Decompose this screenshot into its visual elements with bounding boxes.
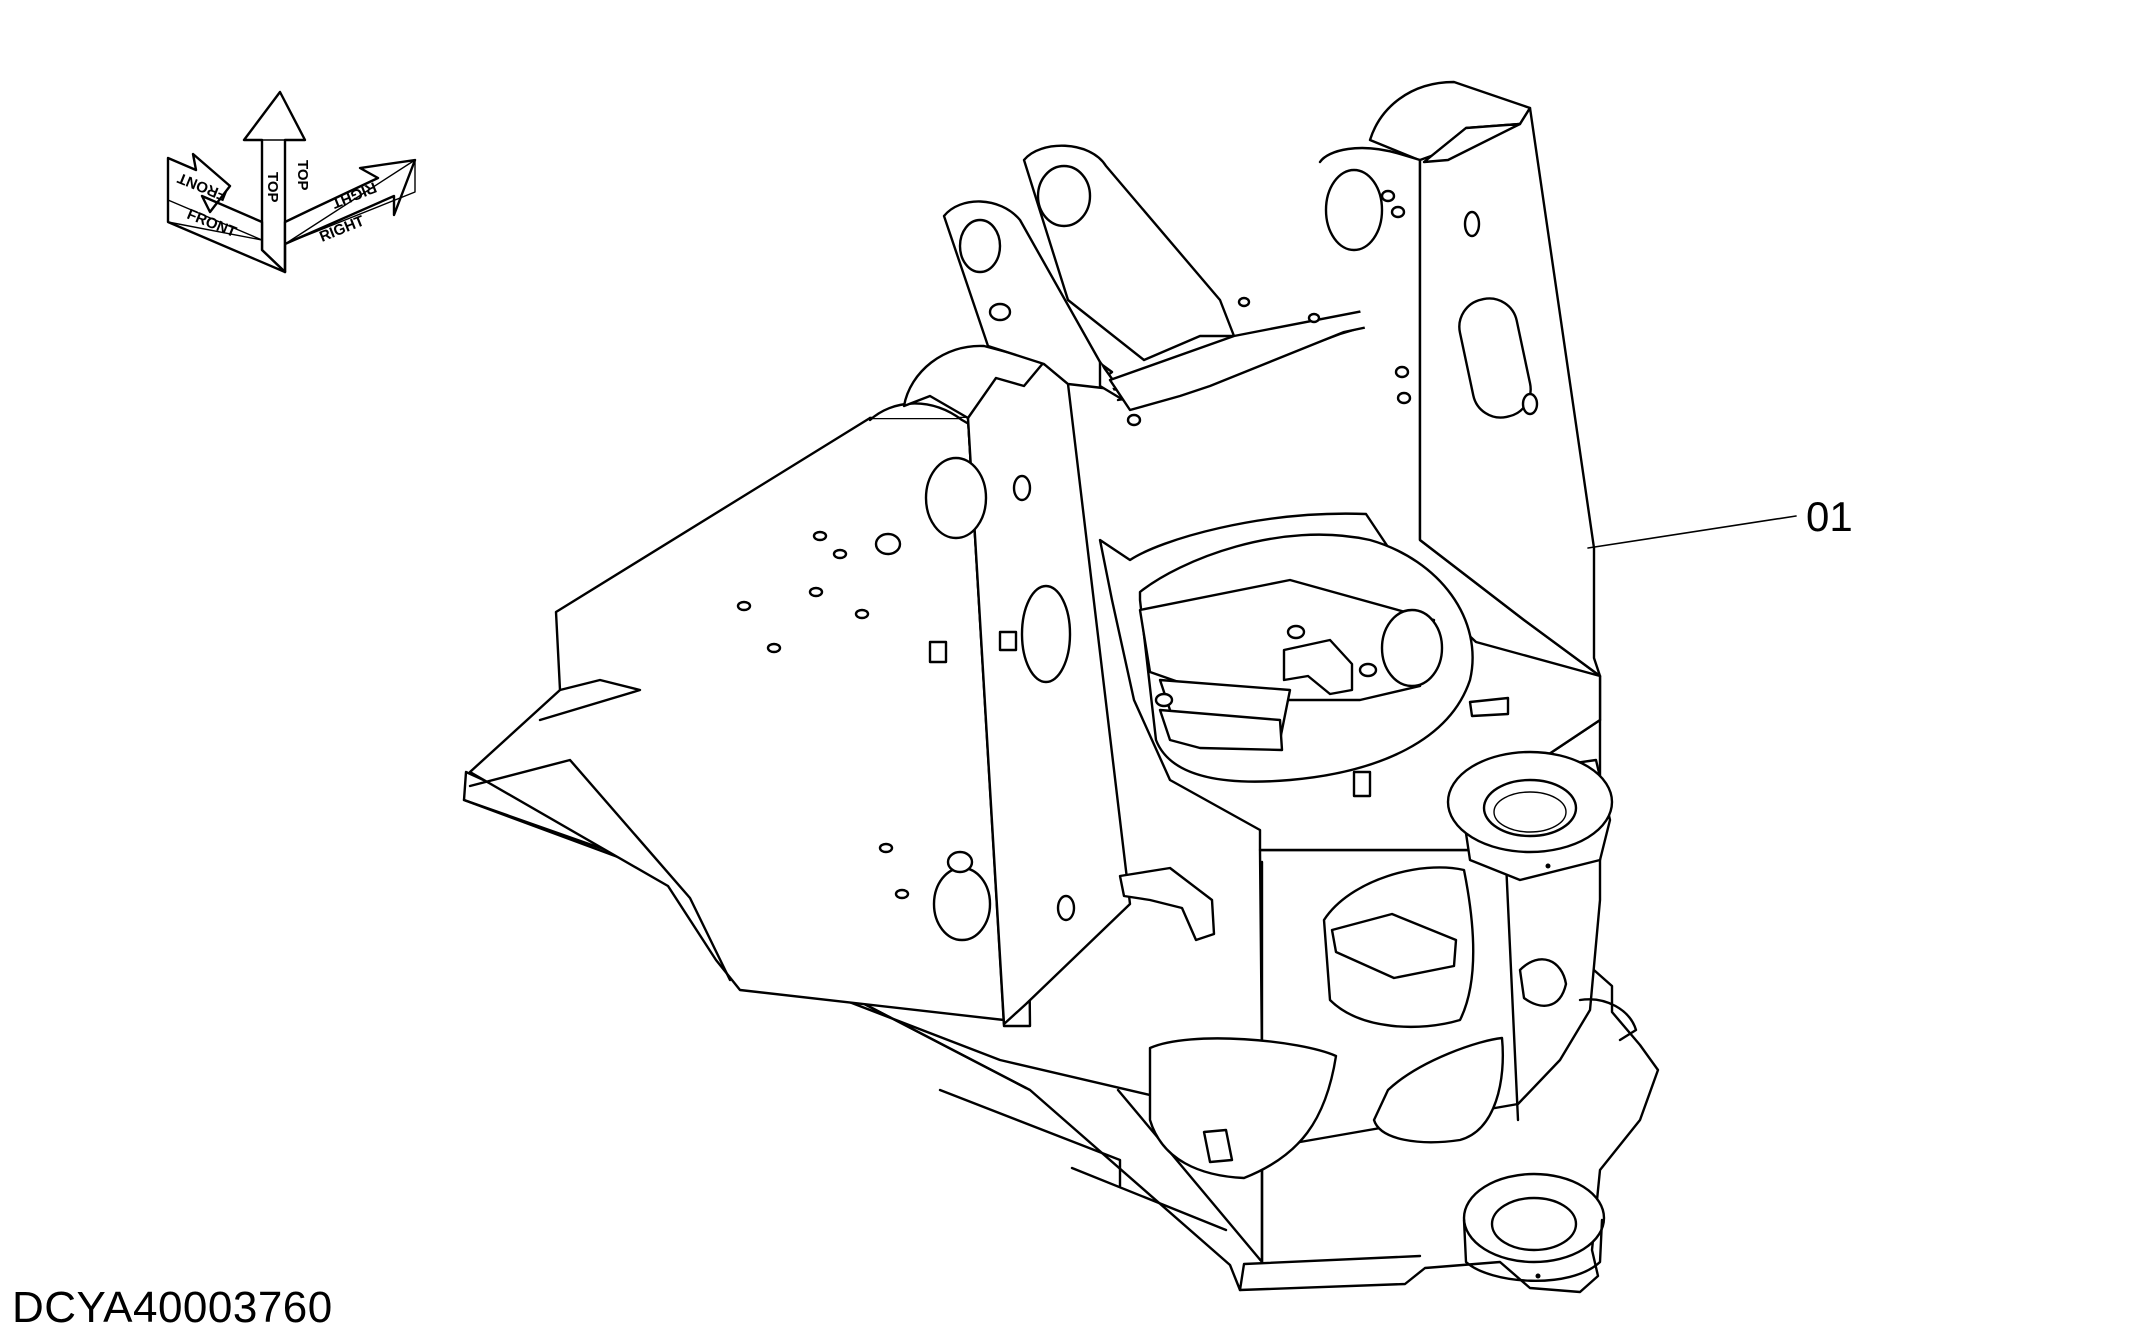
bottom-clip-bracket xyxy=(1202,1128,1234,1164)
left-tower-small-hole-2 xyxy=(1056,894,1076,922)
left-wing-plate xyxy=(468,416,1006,1022)
side-block-2 xyxy=(928,640,948,664)
orientation-label-top-mirrored: TOP xyxy=(294,160,311,191)
left-tower-top-bore xyxy=(924,456,988,540)
left-tower-bottom-bore xyxy=(932,866,992,942)
bolt-studs xyxy=(736,189,1551,1279)
upper-middle-lug-bore xyxy=(1036,164,1092,228)
left-tower-cap xyxy=(902,344,1046,420)
front-frame-assembly xyxy=(462,80,1660,1294)
callout-leader-line xyxy=(1587,515,1797,549)
part-callout-label: 01 xyxy=(1806,493,1853,540)
small-block xyxy=(1352,770,1372,798)
right-tower-small-hole-2 xyxy=(1521,392,1539,416)
orientation-indicator: TOP TOP FRONT FRONT RIGHT RIGHT xyxy=(166,90,417,274)
drawing-number: DCYA40003760 xyxy=(12,1283,333,1332)
orientation-front-arrow-icon xyxy=(166,152,287,274)
right-tower-inner-face xyxy=(1422,122,1522,164)
side-clip-bracket xyxy=(1118,866,1216,942)
side-lug-block xyxy=(998,630,1018,652)
lower-bushing-bore xyxy=(1490,1196,1578,1252)
left-tower-mid-bore xyxy=(1020,584,1072,684)
right-tower-slot xyxy=(1458,297,1532,419)
inner-web-bore xyxy=(1380,608,1444,688)
orientation-right-arrow-icon xyxy=(283,158,417,274)
top-plate-side xyxy=(1108,298,1422,412)
lower-inner-bracket xyxy=(1158,708,1284,752)
lower-opening-left xyxy=(1148,1037,1338,1180)
upper-bushing-bore xyxy=(1482,778,1578,838)
right-tower-small-hole-1 xyxy=(1463,210,1481,238)
lower-opening-right xyxy=(1372,1036,1504,1144)
right-tower-top-bore xyxy=(1324,168,1384,252)
orientation-label-top: TOP xyxy=(264,172,281,203)
small-opening-right xyxy=(1518,958,1568,1007)
left-tower-small-hole-1 xyxy=(1012,474,1032,502)
inner-shelf-plate xyxy=(1330,912,1458,980)
small-plate xyxy=(1468,696,1510,718)
inner-bracket xyxy=(1282,638,1354,696)
upper-left-lug-bore xyxy=(958,218,1002,274)
